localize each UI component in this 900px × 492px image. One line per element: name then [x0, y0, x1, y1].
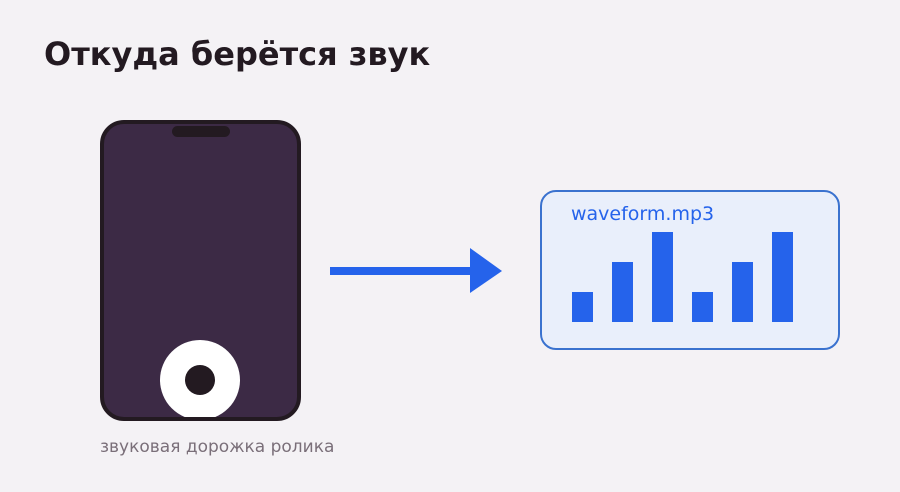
- waveform-bar: [652, 232, 673, 322]
- waveform-bar: [732, 262, 753, 322]
- page-title: Откуда берётся звук: [44, 35, 431, 73]
- source-caption: звуковая дорожка ролика: [100, 437, 335, 457]
- arrow-shaft: [330, 267, 474, 275]
- arrow-head: [470, 248, 502, 293]
- waveform-bar: [612, 262, 633, 322]
- waveform-bar: [772, 232, 793, 322]
- phone-notch: [172, 126, 230, 137]
- waveform-icon: [572, 232, 793, 322]
- phone-recording-icon: [100, 120, 301, 421]
- waveform-bar: [692, 292, 713, 322]
- record-button-center: [185, 365, 215, 395]
- audio-file-card: waveform.mp3: [540, 190, 840, 350]
- waveform-bar: [572, 292, 593, 322]
- arrow-right-icon: [330, 248, 502, 293]
- file-name: waveform.mp3: [571, 203, 715, 225]
- record-button-icon: [160, 340, 240, 417]
